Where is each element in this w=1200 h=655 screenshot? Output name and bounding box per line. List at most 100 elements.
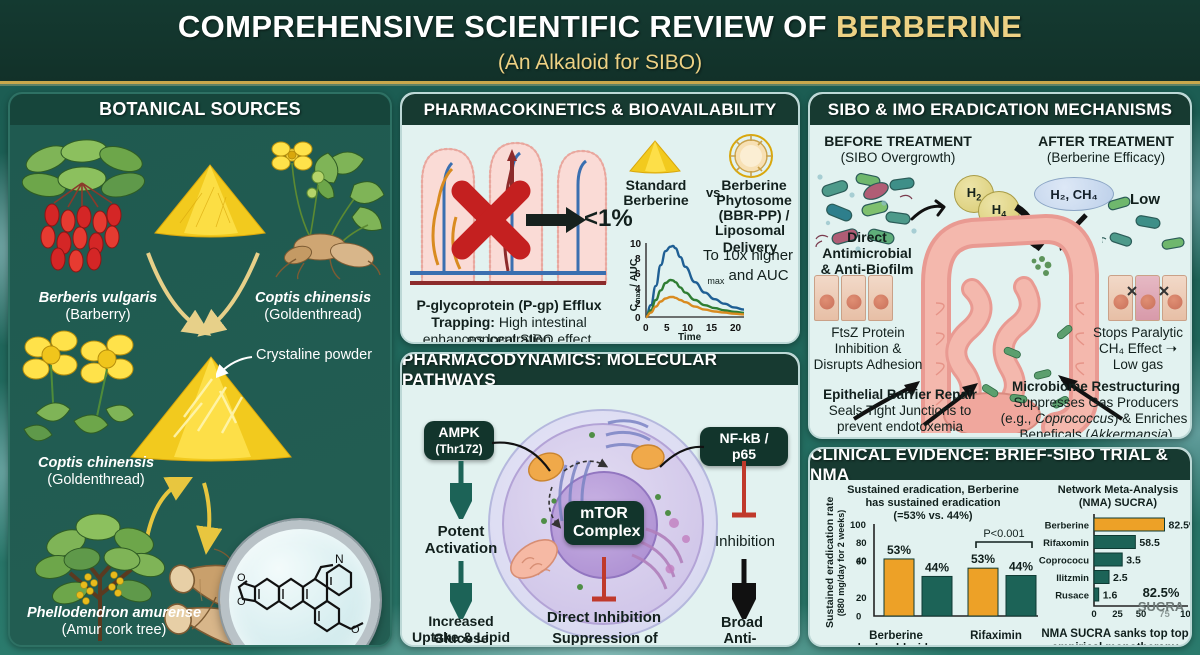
powder-pile-main	[126, 353, 296, 465]
after-treatment-title: AFTER TREATMENT	[1038, 133, 1174, 149]
svg-text:0: 0	[643, 323, 649, 334]
epithelial-cell	[1162, 275, 1187, 321]
panel-botanical-sources: BOTANICAL SOURCES	[8, 92, 392, 647]
nma-value-label: 2.5	[1113, 572, 1128, 584]
eradication-cat-1-l2: hydrochloride	[848, 643, 944, 645]
nma-bar	[1093, 535, 1136, 549]
panel-pharmacodynamics: PHARMACODYNAMICS: MOLECULAR PATHWAYS	[400, 352, 800, 647]
p-value-annotation: P<0.001	[983, 528, 1024, 540]
nma-callout-l1: 82.5%	[1142, 585, 1180, 600]
epithelium-repaired	[1108, 275, 1187, 321]
nfkb-tag: NF-kB / p65	[700, 427, 788, 467]
nma-value-label: 3.5	[1126, 555, 1141, 567]
plant-label-4-common: (Amur cork tree)	[61, 622, 167, 638]
h2ch4-label: H₂, CH₄	[1050, 186, 1098, 202]
pk-curve	[645, 244, 745, 319]
potent-activation-line1: Potent	[437, 523, 485, 540]
nma-bar	[1093, 587, 1100, 602]
microbiome-eg: (e.g.,	[1000, 411, 1036, 426]
direct-antimicrobial-line1: Direct	[847, 229, 887, 245]
before-arrow	[910, 199, 946, 221]
panel-pharmacodynamics-header: PHARMACODYNAMICS: MOLECULAR PATHWAYS	[402, 354, 798, 389]
nma-value-label: 82.5%	[1169, 520, 1193, 532]
svg-text:O: O	[351, 624, 360, 636]
eradication-chart-title-l1: Sustained eradication, Berberine	[847, 484, 1019, 496]
epithelium-damaged	[814, 275, 893, 321]
microbiome-line1: Suppresses Gas Producers	[1013, 395, 1179, 410]
suppression-line1: Suppression of	[552, 631, 658, 647]
panel-sibo-body: BEFORE TREATMENT (SIBO Overgrowth) AFTER…	[810, 125, 1190, 437]
pgp-caption-line3: enhances local SIBO effect.	[422, 331, 596, 344]
panel-clinical-evidence: CLINICAL EVIDENCE: BRIEF-SIBO TRIAL & NM…	[808, 447, 1192, 647]
ampk-tag: AMPK (Thr172)	[424, 421, 494, 461]
y-tick: 20	[856, 593, 867, 604]
svg-text:10: 10	[682, 323, 694, 334]
before-treatment-title: BEFORE TREATMENT	[824, 133, 972, 149]
pk-y-axis-title: Cmax / AUC	[628, 245, 642, 325]
mechanism-pointer-arrows	[852, 375, 1124, 427]
antiinflammatory-arrow	[732, 559, 756, 619]
coptis-illustration-top	[268, 137, 386, 282]
magnifier-lens: O O N O	[220, 520, 380, 645]
page-title-highlight: BERBERINE	[836, 9, 1023, 44]
glucose-outcome-line1: Increased Glucose	[428, 613, 494, 646]
antiinflammatory-line1: Broad	[721, 615, 763, 631]
pgp-caption-rest: High intestinal concentration	[466, 314, 587, 344]
plant-label-2-common: (Goldenthread)	[264, 307, 362, 323]
glucose-outcome-line3: Metabolism	[402, 645, 520, 647]
microbiome-akkermansia: Akkermansia	[1090, 427, 1169, 439]
nma-category-label: Coprococu	[1039, 556, 1089, 567]
paralytic-line3: Low gas	[1112, 357, 1164, 372]
phytosome-label-line1: Berberine	[721, 177, 787, 193]
epithelial-cell-tight-junction	[1135, 275, 1160, 321]
pk-y-axis-sub: max	[635, 289, 643, 304]
barrier-repair-title: Epithelial Barrier Repair	[823, 387, 977, 402]
bioavailability-value: <1%	[584, 205, 633, 232]
bar-value-label: 44%	[1009, 560, 1033, 574]
pgp-caption-line1: P-glycoprotein (P-gp) Efflux	[416, 297, 602, 313]
nma-value-label: 1.6	[1103, 590, 1118, 602]
nma-x-axis-title-l1: NMA SUCRA sanks top top	[1041, 628, 1189, 640]
bar	[1005, 575, 1037, 617]
page-title-bar: COMPREHENSIVE SCIENTIFIC REVIEW OF BERBE…	[0, 0, 1200, 84]
ampk-tag-line2: (Thr172)	[435, 441, 483, 456]
panel-botanical-body: Berberis vulgaris (Barberry) Coptis chin…	[10, 125, 390, 645]
bar	[883, 558, 915, 617]
epithelial-cell	[814, 275, 839, 321]
nma-category-label: Rifaxomin	[1043, 538, 1089, 549]
svg-text:2: 2	[635, 299, 641, 310]
nma-value-label: 58.5	[1139, 537, 1160, 549]
cell-organelles	[510, 419, 690, 590]
bar-value-label: 53%	[971, 552, 995, 566]
nma-x-tick: 100	[1180, 609, 1192, 620]
mtor-tag-line2: Complex	[573, 522, 641, 540]
svg-text:O: O	[237, 572, 246, 584]
nma-bar	[1093, 570, 1110, 584]
microbiome-close: )	[1168, 427, 1173, 439]
svg-text:O: O	[237, 596, 246, 608]
glucose-uptake-arrow	[450, 561, 472, 619]
panel-clinical-body: Sustained eradication, Berberine has sus…	[810, 480, 1190, 645]
improvement-note-line1: To 10x higher	[702, 247, 794, 264]
nfkb-inhibition-bar	[732, 461, 756, 518]
ftsz-line2: Inhibition &	[834, 341, 902, 356]
plant-label-3-species: Coptis chinensis	[37, 455, 155, 471]
paralytic-line2: CH₄ Effect ➝	[1098, 341, 1178, 356]
barrier-repair-line2: prevent endotoxemia	[836, 419, 964, 434]
tight-junction-markers	[1127, 286, 1169, 296]
panel-pharmacokinetics-body: <1% Standard Berberine vs.	[402, 125, 798, 342]
microbiome-line3: Beneficals (Akkermansia)	[998, 427, 1190, 439]
microbiome-beneficals: Beneficals (	[1019, 427, 1090, 439]
pk-y-axis-rest: / AUC	[628, 258, 640, 290]
powder-callout-arrow	[216, 356, 253, 379]
ftsz-line3: Disrupts Adhesion	[813, 357, 923, 372]
nma-x-tick: 75	[1159, 609, 1170, 620]
improvement-note-line2: max and AUC	[692, 267, 798, 287]
panel-pharmacodynamics-body: AMPK (Thr172) NF-kB / p65 mTOR Complex	[402, 385, 798, 645]
plant-label-3-common: (Goldenthread)	[47, 472, 145, 488]
improvement-note-sub: max	[707, 276, 725, 286]
pk-y-axis-c: C	[628, 303, 640, 312]
mtor-inhibition-bar	[592, 557, 616, 602]
bar	[921, 575, 953, 617]
